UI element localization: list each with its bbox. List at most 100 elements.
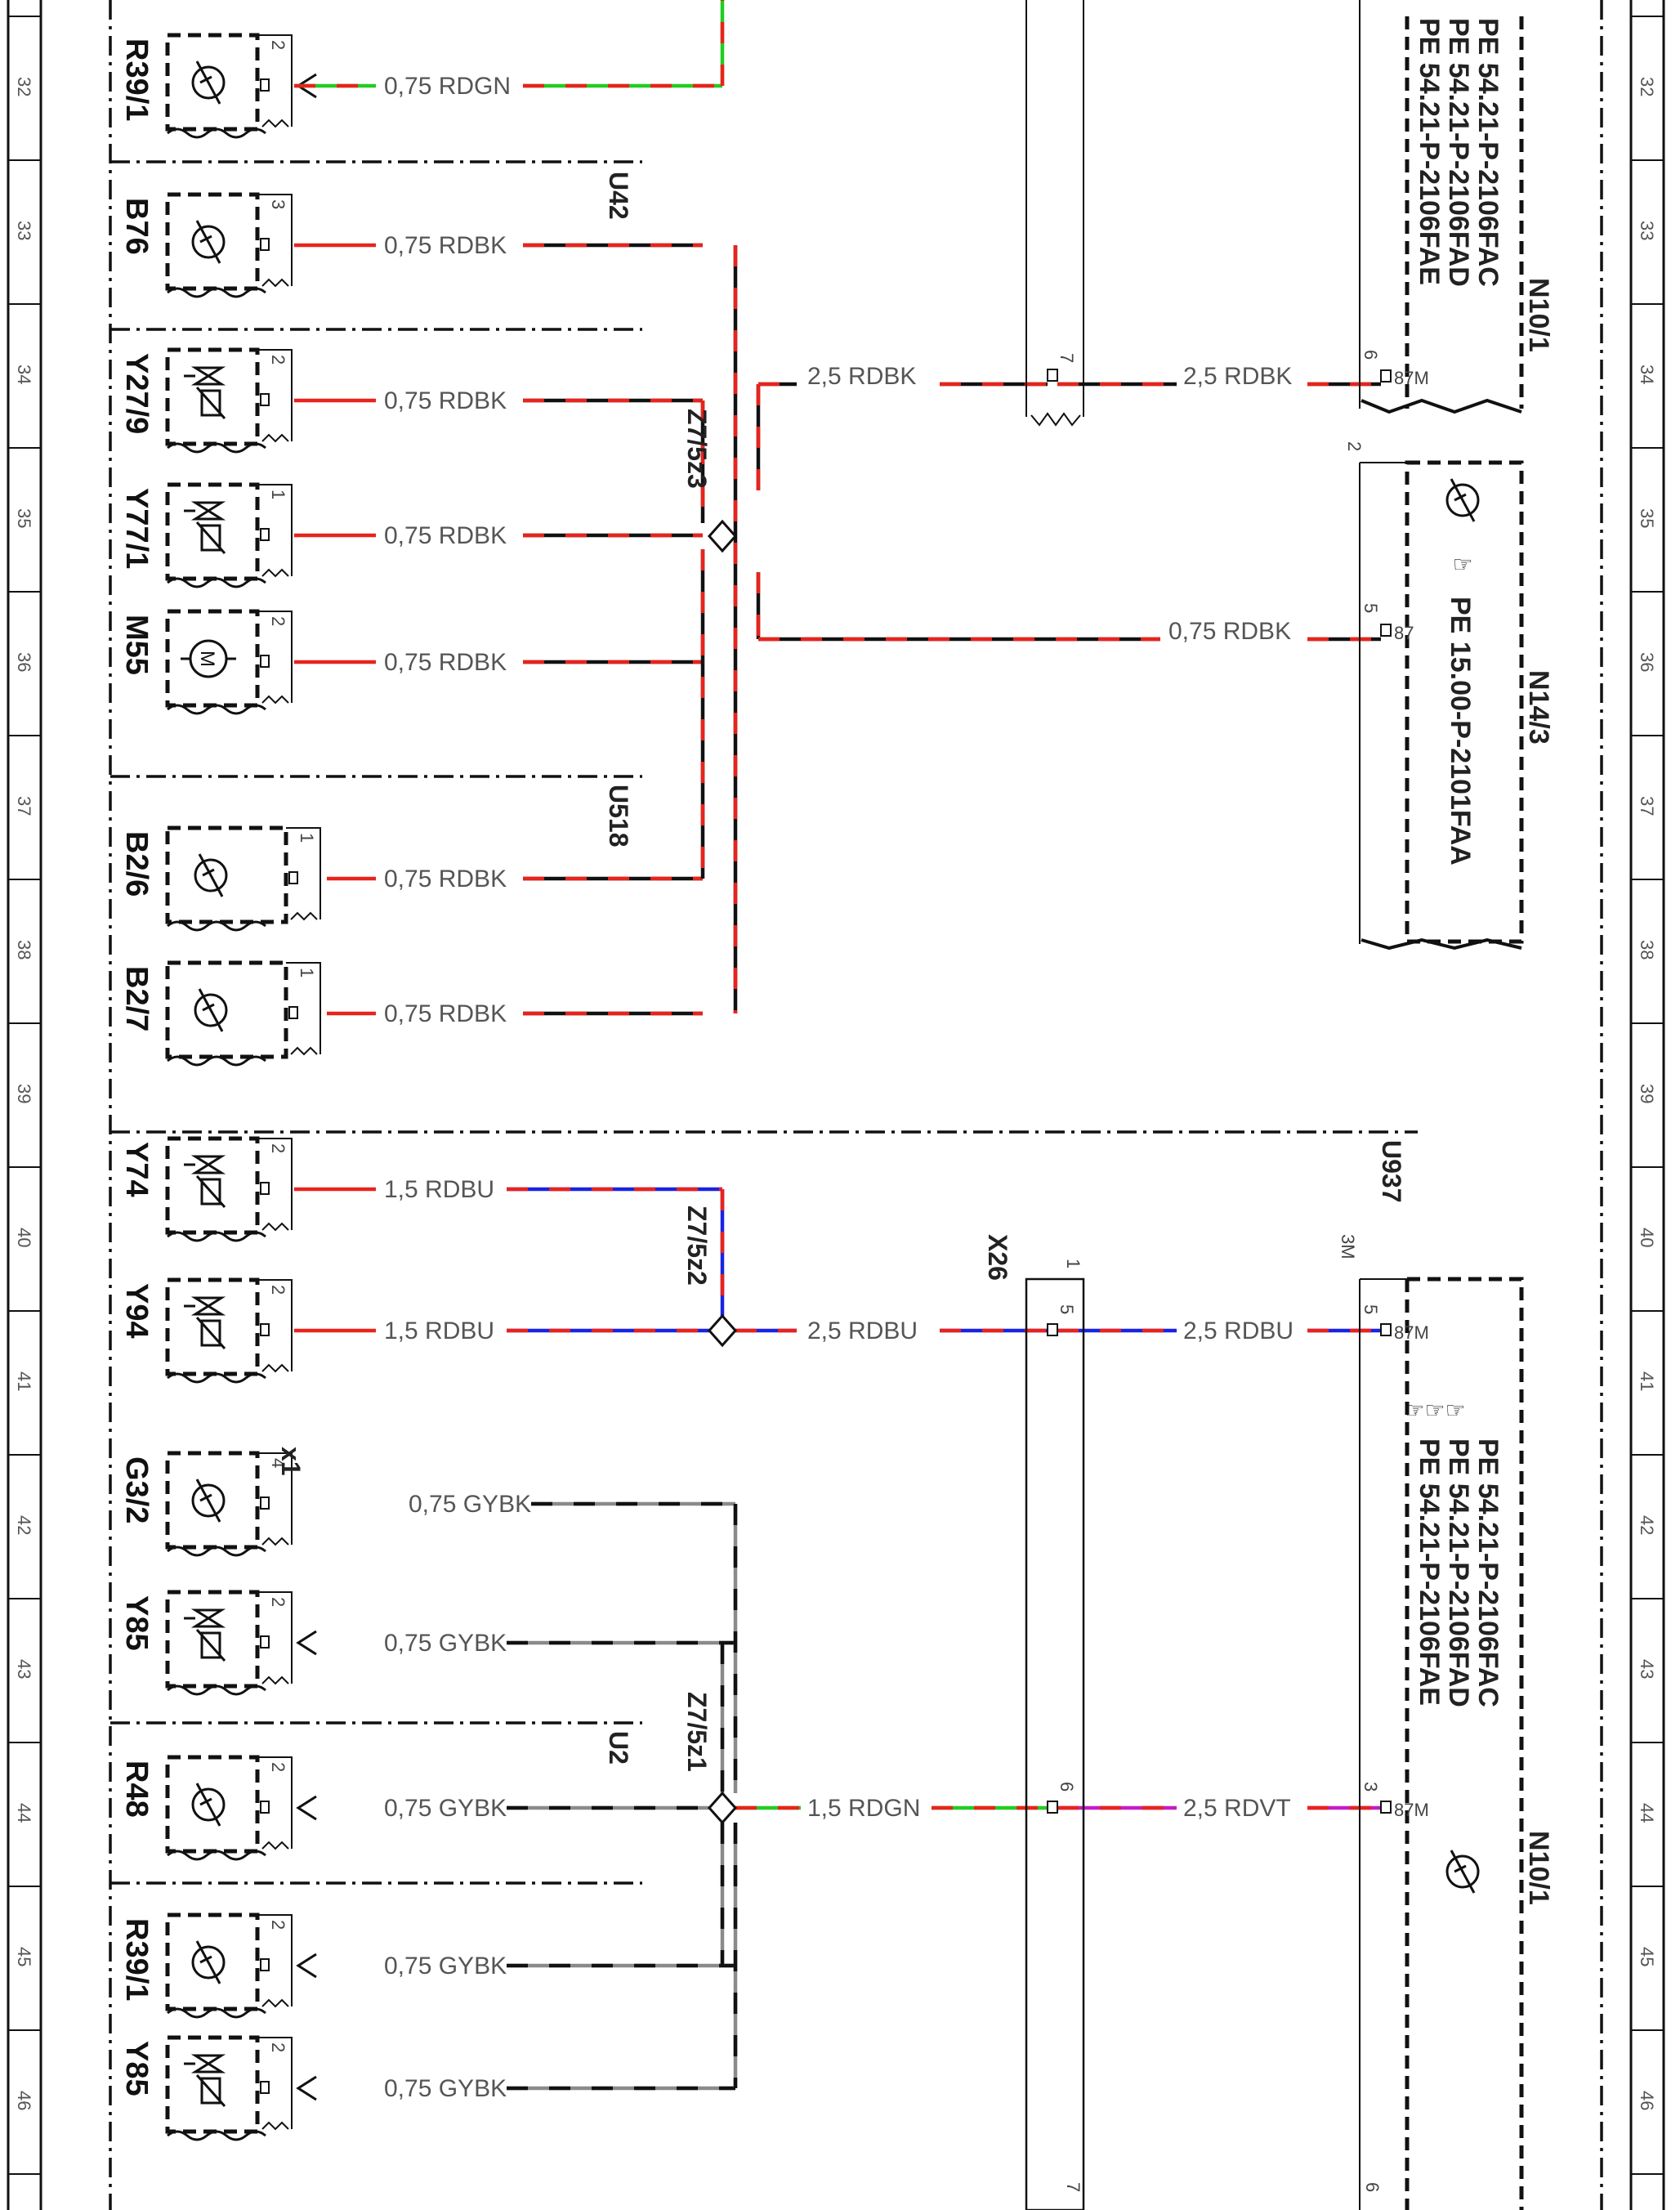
- hand-icon: ☞: [1452, 552, 1472, 577]
- module-n14-3: N14/3 2 PE 15.00-P-2101FAA ☞ 5 87: [1344, 441, 1554, 951]
- grid-row-label: 44: [14, 1803, 34, 1823]
- component-label: Y27/9: [119, 353, 154, 434]
- wire-label: 0,75 RDBK: [384, 866, 507, 892]
- component-pin: 1: [297, 833, 317, 843]
- sensor-icon: [191, 219, 226, 265]
- grid-row-label: 43: [14, 1659, 34, 1679]
- splice-z7-5z3: [707, 519, 738, 553]
- valve-icon: [182, 501, 226, 555]
- component-label: Y85: [119, 1595, 154, 1651]
- wire-label: 0,75 RDGN: [384, 73, 511, 100]
- trunk-label-rdgn: 1,5 RDGN: [807, 1795, 920, 1822]
- wire-label: 0,75 GYBK: [409, 1491, 531, 1518]
- grid-row-label: 33: [1637, 221, 1657, 240]
- n10-1-pin-3: 3: [1361, 1782, 1381, 1792]
- grid-row-label: 38: [14, 940, 34, 960]
- wire-label: 0,75 GYBK: [384, 1630, 507, 1657]
- module-n14-3-label: N14/3: [1523, 670, 1554, 745]
- module-n14-3-ref: PE 15.00-P-2101FAA: [1445, 597, 1476, 866]
- trunk-label-rdbk-left: 2,5 RDBK: [807, 363, 916, 390]
- valve-icon: [182, 2054, 226, 2108]
- valve-icon: [182, 1608, 226, 1662]
- grid-row-label: 34: [14, 365, 34, 384]
- component-label: B2/6: [119, 831, 154, 897]
- component-pin: 2: [268, 1143, 288, 1153]
- splice-label-z7-5z1: Z7/5z1: [682, 1692, 712, 1772]
- x26-pin-6: 6: [1057, 1782, 1077, 1792]
- sensor-icon: [191, 1782, 226, 1828]
- module-n10-1-top: N10/1 PE 54.21-P-2106FAC PE 54.21-P-2106…: [1359, 0, 1554, 414]
- arrow-icon: [296, 2075, 317, 2101]
- arrow-icon: [296, 1630, 317, 1656]
- wire-label: 1,5 RDBU: [384, 1318, 494, 1344]
- wire-label: 0,75 GYBK: [384, 1795, 507, 1822]
- grid-row-label: 40: [14, 1228, 34, 1247]
- harness-labels: U42 U518 U937 U2: [604, 172, 1406, 1765]
- grid-row-label: 36: [14, 652, 34, 672]
- wire-label: 0,75 RDBK: [384, 649, 507, 676]
- grid-row-label: 41: [1637, 1371, 1657, 1391]
- n10-1-pin-5: 5: [1361, 1304, 1381, 1314]
- trunk-label-rdbu-left: 2,5 RDBU: [807, 1318, 918, 1344]
- arrow-icon: [296, 1795, 317, 1821]
- splice-labels: Z7/5z3 Z7/5z2 Z7/5z1: [682, 409, 712, 1772]
- sensor-box-icon: [194, 987, 228, 1033]
- splice-z7-5z1: [707, 1791, 738, 1825]
- component-pin: 2: [268, 616, 288, 626]
- module-n10-1-bottom: 3M 6 N10/1 PE 54.21-P-2106FAC PE 54.21-P…: [1338, 1234, 1554, 2210]
- bundle-pin-7: 7: [1057, 353, 1077, 363]
- component-label: Y94: [119, 1283, 154, 1339]
- n10-1-terminal-5: 87M: [1394, 1322, 1429, 1343]
- grid-row-label: 41: [14, 1371, 34, 1391]
- harness-label-u937: U937: [1377, 1140, 1406, 1203]
- sensor-icon: [191, 1939, 226, 1985]
- n10-1-top-terminal: 87M: [1394, 368, 1429, 388]
- grid-row-label: 46: [1637, 2091, 1657, 2110]
- valve-icon: [182, 1296, 226, 1350]
- component-pin: 3: [268, 199, 288, 209]
- module-n10-1-bottom-ref-2: PE 54.21-P-2106FAD: [1443, 1438, 1474, 1707]
- sensor-icon: [191, 60, 226, 105]
- component-b2-6: 1 B2/6 0,75 RDBK: [119, 825, 507, 932]
- component-label: G3/2: [119, 1456, 154, 1523]
- splice-points: [707, 519, 738, 1825]
- valve-icon: [182, 366, 226, 420]
- grid-row-label: 37: [1637, 796, 1657, 816]
- connector-x26: X26 1 7 5 6: [983, 1234, 1085, 2210]
- arrow-icon: [296, 1953, 317, 1979]
- grid-row-label: 33: [14, 221, 34, 240]
- grid-row-label: 35: [14, 508, 34, 528]
- wire-layer: [294, 0, 1381, 2091]
- component-label: B2/7: [119, 966, 154, 1031]
- trunk-label-rdbu-right: 2,5 RDBU: [1183, 1318, 1294, 1344]
- x26-pin-bottom: 7: [1063, 2182, 1084, 2192]
- grid-row-label: 39: [1637, 1084, 1657, 1103]
- component-label: Y74: [119, 1142, 154, 1197]
- module-n10-1-ref-3: PE 54.21-P-2106FAE: [1414, 18, 1445, 285]
- component-label: Y77/1: [119, 488, 154, 569]
- component-label: R39/1: [119, 38, 154, 121]
- grid-row-label: 35: [1637, 508, 1657, 528]
- n14-3-corner-pin: 2: [1344, 441, 1365, 451]
- grid-row-label: 32: [14, 77, 34, 96]
- grid-row-label: 34: [1637, 365, 1657, 384]
- sensor-icon: [191, 1478, 226, 1523]
- trunk-label-rdvt: 2,5 RDVT: [1183, 1795, 1291, 1822]
- grid-row-label: 40: [1637, 1228, 1657, 1247]
- grid-row-label: 42: [14, 1515, 34, 1535]
- grid-row-label: 44: [1637, 1803, 1657, 1823]
- n14-3-terminal: 87: [1394, 623, 1414, 643]
- n10-1-bottom-corner-pin: 3M: [1338, 1234, 1358, 1259]
- n14-3-pin: 5: [1361, 603, 1381, 613]
- component-pin: 2: [268, 40, 288, 50]
